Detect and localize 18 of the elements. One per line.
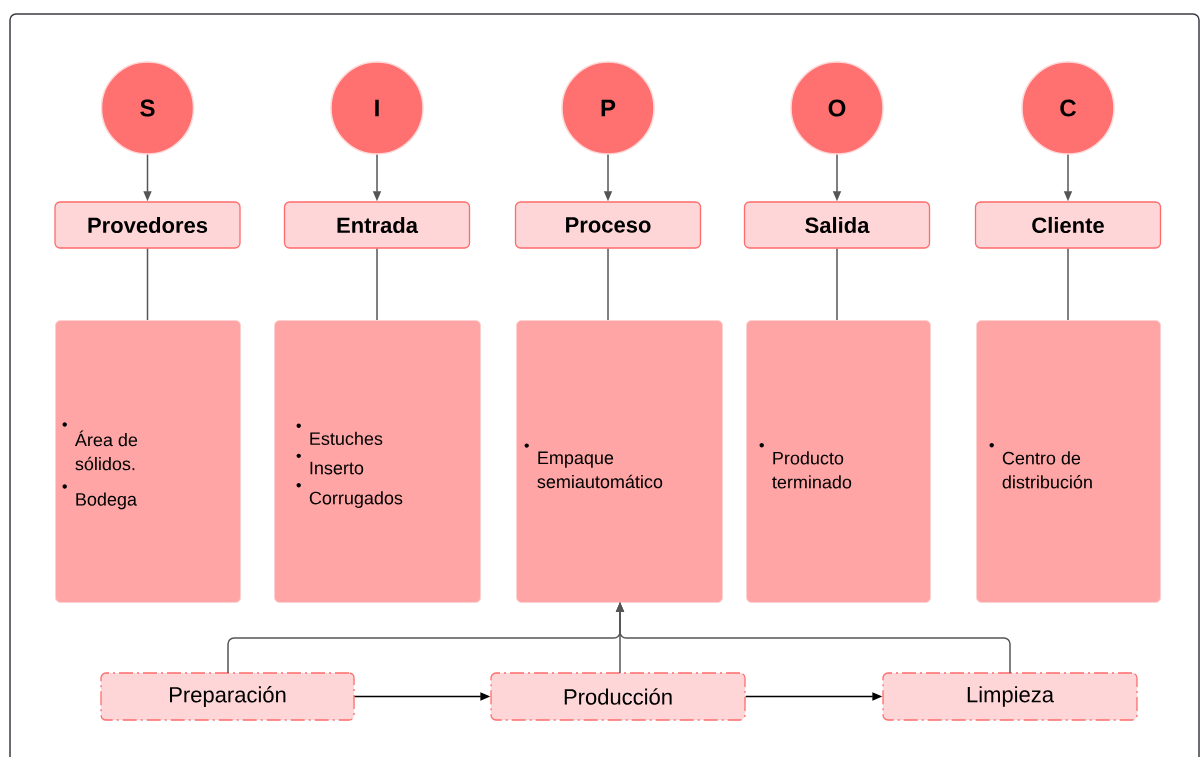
content-box: Estuches Inserto Corrugados [274, 320, 481, 603]
header-box: Provedores [54, 201, 241, 249]
header-box: Proceso [514, 201, 702, 249]
header-box: Cliente [974, 201, 1162, 249]
content-box: Centro de distribución [976, 320, 1161, 603]
connector-line [836, 247, 838, 321]
content-box: Empaque semiautomático [516, 320, 723, 603]
connector-line [146, 247, 149, 321]
connector-line [1067, 247, 1069, 321]
header-box: Entrada [283, 201, 471, 249]
header-box: Salida [743, 201, 931, 249]
content-box: Área de sólidos. Bodega [55, 320, 241, 603]
content-box: Producto terminado [746, 320, 931, 603]
step-box: Limpieza [882, 672, 1138, 721]
step-box: Preparación [100, 672, 355, 721]
connector-line [376, 247, 378, 321]
connector-line [607, 247, 609, 321]
step-box: Producción [490, 672, 746, 721]
